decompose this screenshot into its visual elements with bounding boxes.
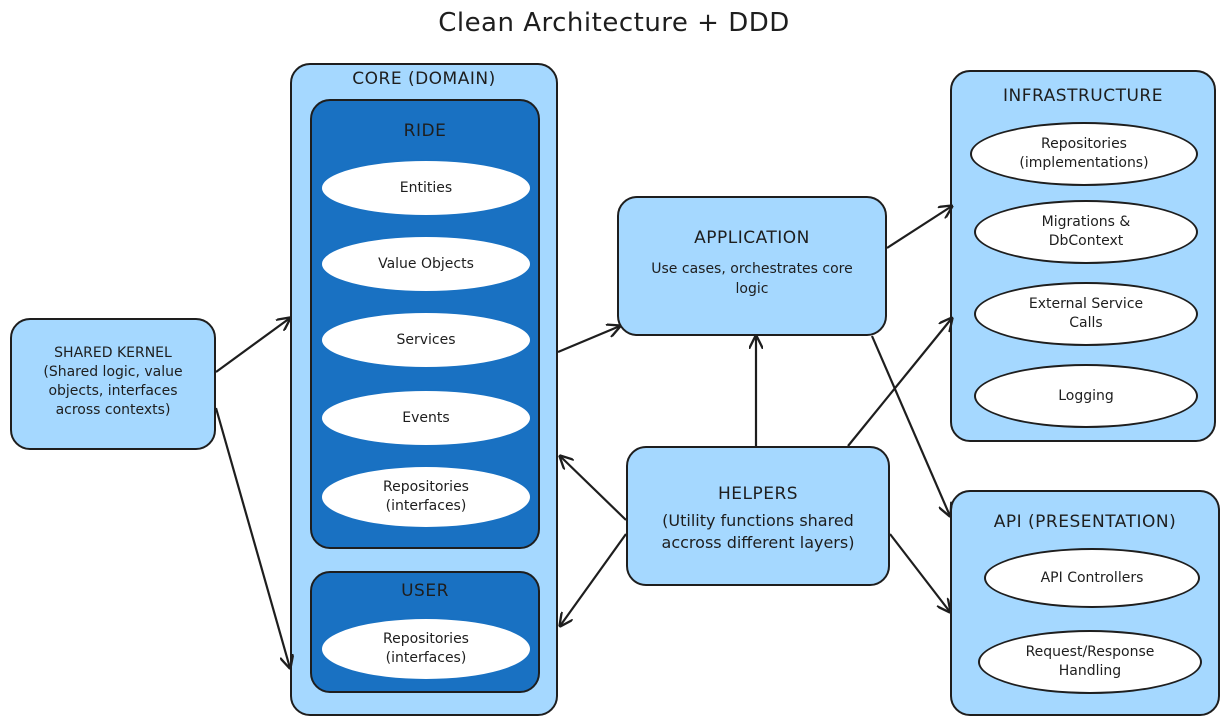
api-request-response-ellipse: Request/Response Handling xyxy=(978,630,1202,694)
api-controllers-ellipse: API Controllers xyxy=(984,548,1200,608)
infrastructure-label: INFRASTRUCTURE xyxy=(1003,86,1163,106)
arrow-shared-kernel-to-user xyxy=(214,407,290,668)
infra-migrations-ellipse: Migrations & DbContext xyxy=(974,200,1198,264)
user-repositories-ellipse: Repositories (interfaces) xyxy=(320,617,532,681)
helpers-description: (Utility functions shared accross differ… xyxy=(661,511,855,552)
arrow-core-to-application xyxy=(557,326,620,354)
ride-entities-ellipse: Entities xyxy=(320,159,532,217)
infra-logging-ellipse: Logging xyxy=(974,364,1198,428)
ride-events-ellipse: Events xyxy=(320,389,532,447)
arrow-helpers-to-user xyxy=(560,533,627,626)
ride-services-ellipse: Services xyxy=(320,311,532,369)
core-domain-label: CORE (DOMAIN) xyxy=(352,69,496,89)
arrow-helpers-to-infrastructure xyxy=(847,318,952,447)
application-label: APPLICATION xyxy=(694,228,810,248)
arrow-shared-kernel-to-ride xyxy=(215,318,290,373)
arrow-helpers-to-api xyxy=(889,533,950,612)
infrastructure-box: INFRASTRUCTURE Repositories (implementat… xyxy=(950,70,1216,442)
helpers-label: HELPERS xyxy=(717,484,799,504)
shared-kernel-box: SHARED KERNEL (Shared logic, value objec… xyxy=(10,318,216,450)
application-description: Use cases, orchestrates core logic xyxy=(651,261,853,297)
api-presentation-label: API (PRESENTATION) xyxy=(993,512,1177,532)
application-box: APPLICATION Use cases, orchestrates core… xyxy=(617,196,887,336)
ride-value-objects-ellipse: Value Objects xyxy=(320,235,532,293)
infra-repositories-ellipse: Repositories (implementations) xyxy=(970,122,1198,186)
user-context-label: USER xyxy=(401,581,449,601)
api-presentation-box: API (PRESENTATION) API Controllers Reque… xyxy=(950,490,1220,716)
helpers-box: HELPERS (Utility functions shared accros… xyxy=(626,446,890,586)
infra-external-calls-ellipse: External Service Calls xyxy=(974,282,1198,346)
arrow-helpers-to-ride xyxy=(560,456,627,521)
user-context-box: USER Repositories (interfaces) xyxy=(310,571,540,693)
ride-context-label: RIDE xyxy=(403,121,447,141)
ride-repositories-ellipse: Repositories (interfaces) xyxy=(320,465,532,529)
diagram-title: Clean Architecture + DDD xyxy=(438,8,790,38)
arrow-application-to-infrastructure xyxy=(886,206,952,249)
shared-kernel-text: SHARED KERNEL (Shared logic, value objec… xyxy=(43,345,183,418)
core-domain-box: CORE (DOMAIN) RIDE Entities Value Object… xyxy=(290,63,558,716)
ride-context-box: RIDE Entities Value Objects Services Eve… xyxy=(310,99,540,549)
